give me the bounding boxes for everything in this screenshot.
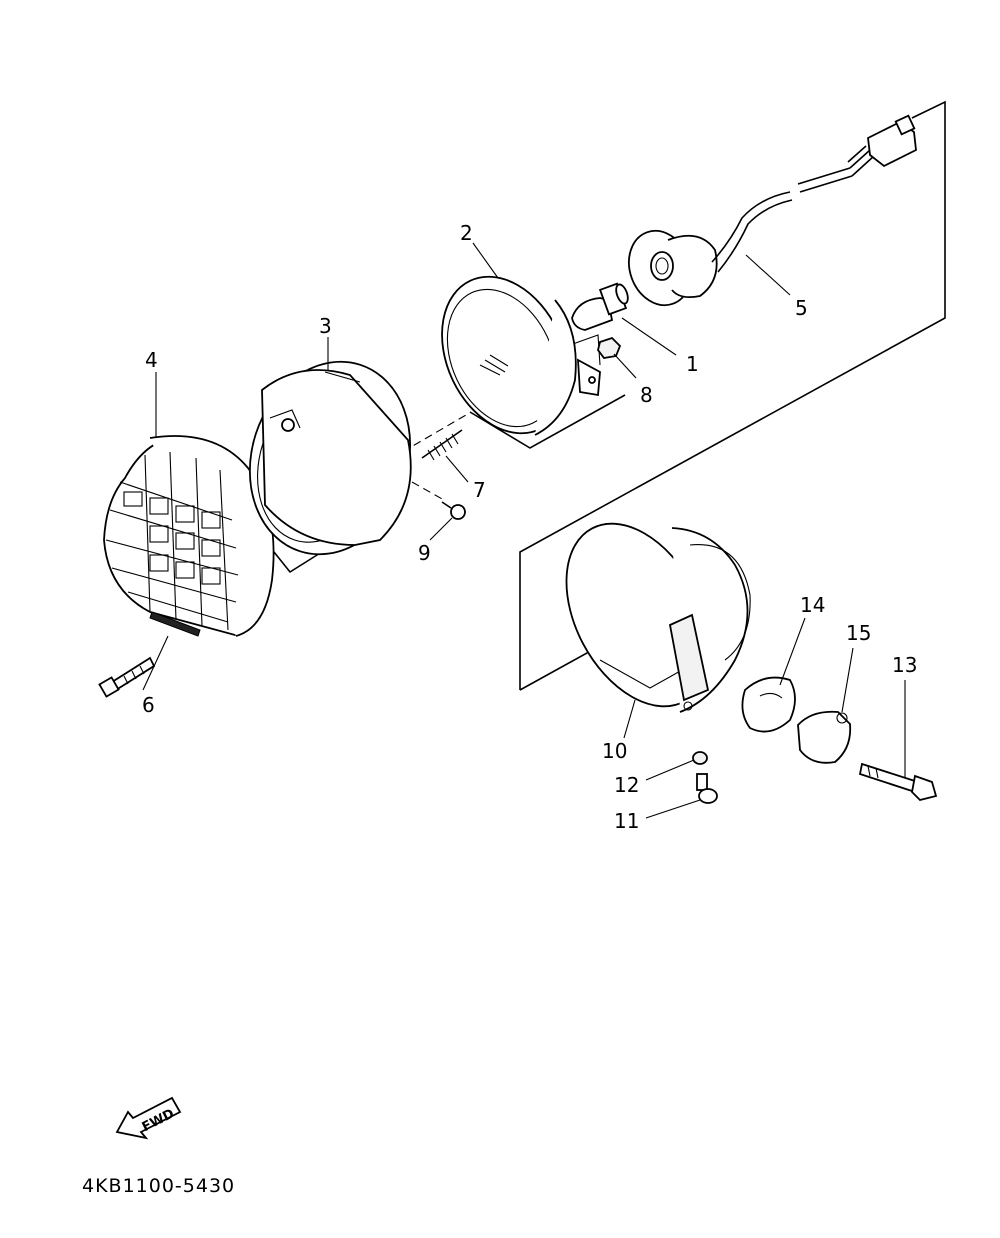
rim-ring-part-3 xyxy=(248,360,412,556)
cover-part-15 xyxy=(797,710,852,764)
callout-1: 1 xyxy=(686,352,699,376)
callout-14: 14 xyxy=(800,593,825,617)
grommet-part-14 xyxy=(741,676,796,733)
housing-part-10 xyxy=(565,522,751,713)
screw-part-11 xyxy=(696,773,718,804)
callout-15: 15 xyxy=(846,621,871,645)
screw-part-9 xyxy=(441,501,466,520)
callout-labels: 1 2 3 4 5 6 7 8 9 10 11 12 13 14 15 xyxy=(142,221,917,833)
bulb-part-1 xyxy=(571,282,629,331)
diagram-code: 4KB1100-5430 xyxy=(82,1175,235,1197)
callout-5: 5 xyxy=(795,296,808,320)
washer-part-12 xyxy=(692,751,708,765)
socket-cord-part-5 xyxy=(628,114,917,307)
callout-6: 6 xyxy=(142,693,155,717)
callout-9: 9 xyxy=(418,541,431,565)
callout-7: 7 xyxy=(473,478,486,502)
callout-12: 12 xyxy=(614,773,639,797)
callout-13: 13 xyxy=(892,653,917,677)
callout-8: 8 xyxy=(640,383,653,407)
callout-2: 2 xyxy=(460,221,473,245)
callout-3: 3 xyxy=(319,314,332,338)
nut-part-8 xyxy=(597,336,622,359)
grille-part-4 xyxy=(103,435,275,637)
bolt-part-13 xyxy=(858,762,938,801)
headlight-unit-part-2 xyxy=(441,275,601,436)
bolt-part-6 xyxy=(98,656,156,698)
adjust-screw-part-7 xyxy=(421,429,463,461)
callout-10: 10 xyxy=(602,739,627,763)
leader-lines xyxy=(142,242,906,819)
callout-4: 4 xyxy=(145,348,158,372)
fwd-arrow-icon: FWD xyxy=(115,1096,182,1140)
callout-11: 11 xyxy=(614,809,639,833)
